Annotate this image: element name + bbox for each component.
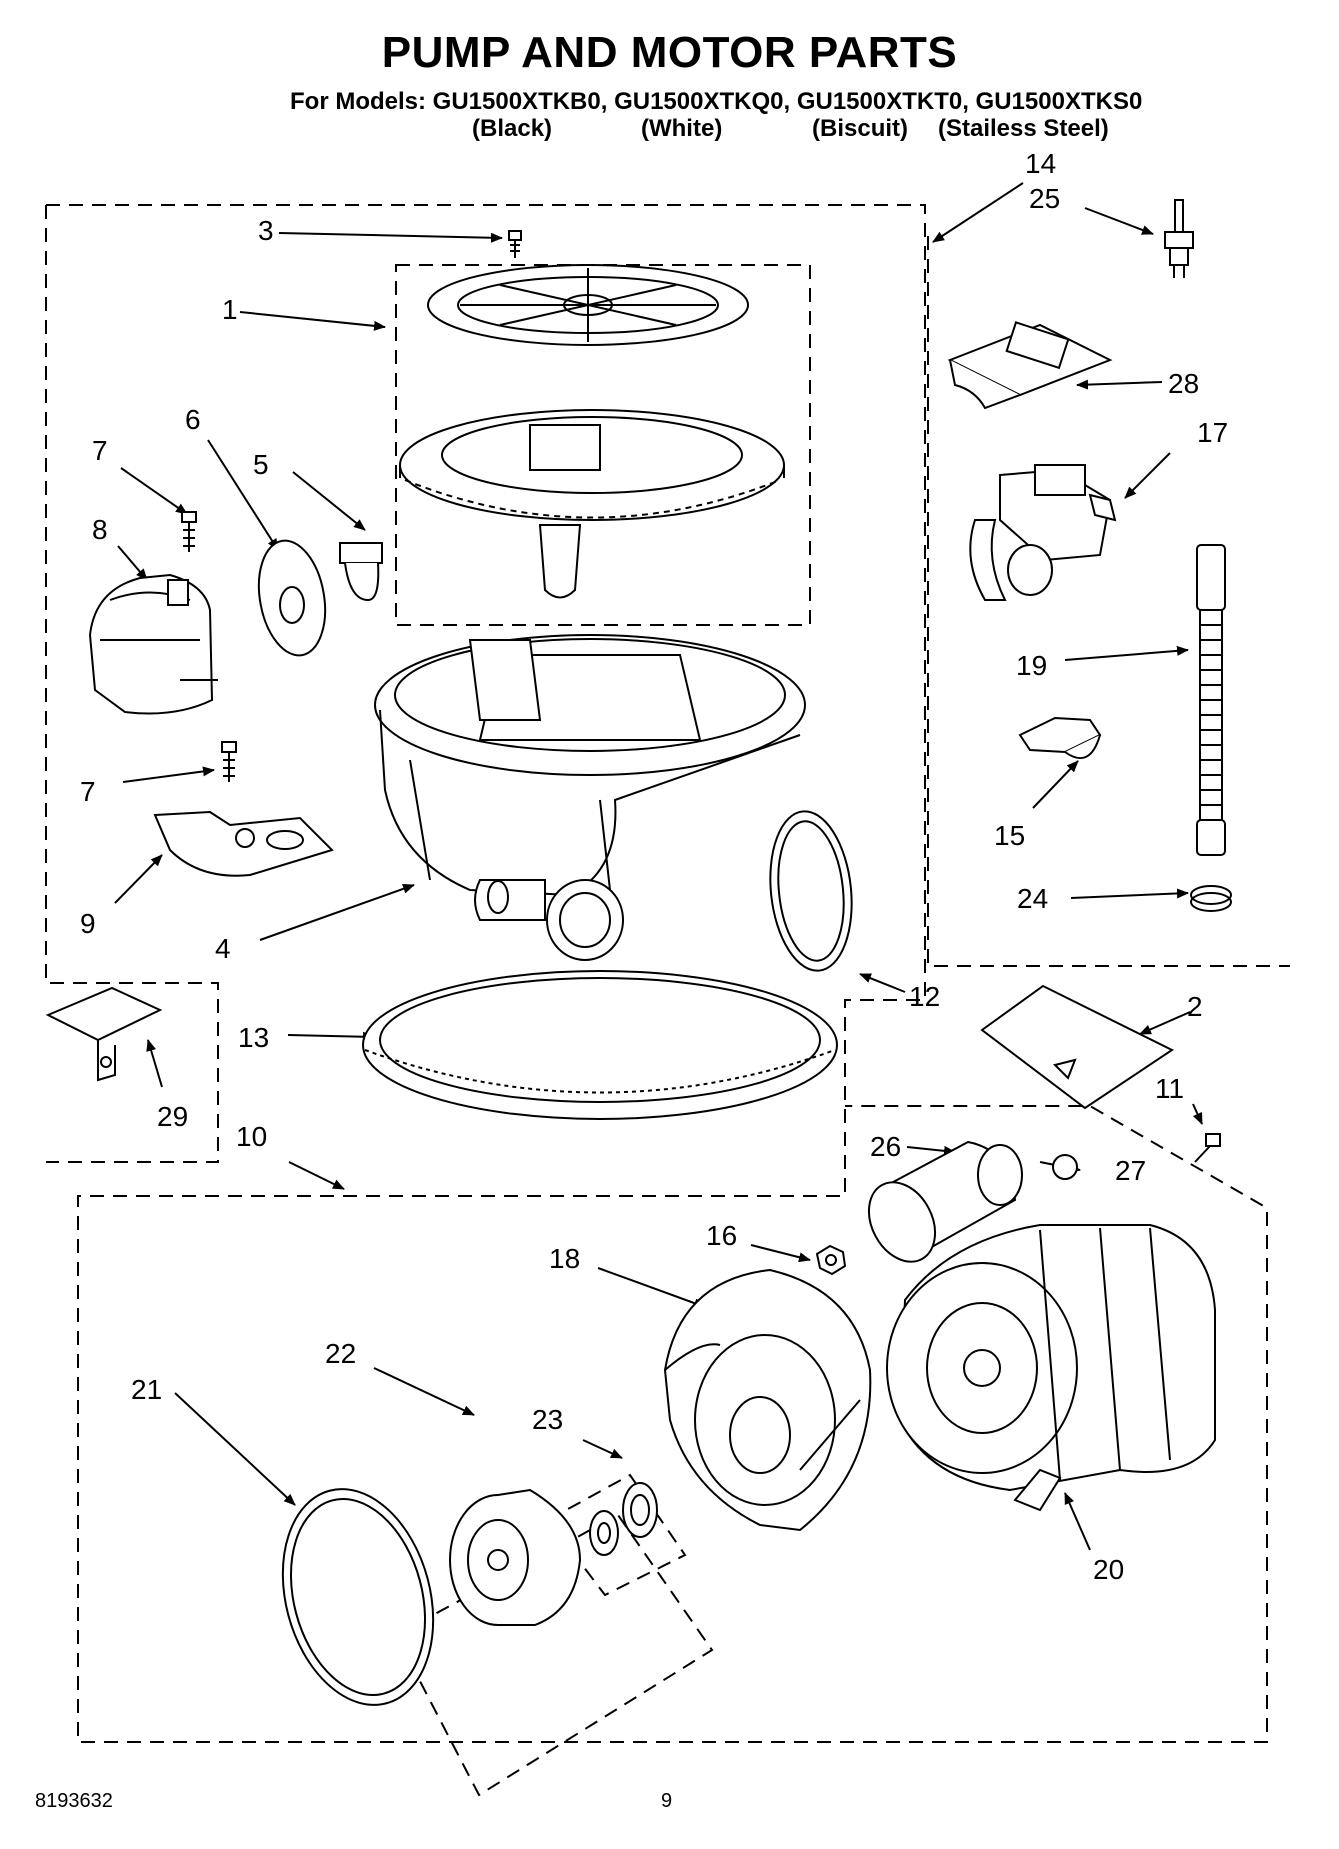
callout-9: 9 (80, 908, 96, 939)
part-22-impeller (449, 1488, 582, 1626)
callout-15: 15 (994, 820, 1026, 851)
color-stainless: (Stailess Steel) (938, 115, 1109, 142)
color-white: (White) (641, 115, 723, 142)
right-group-box (927, 236, 1290, 967)
page-title: PUMP AND MOTOR PARTS (381, 28, 958, 77)
callout-20: 20 (1093, 1554, 1125, 1585)
part-24-clamp (1190, 885, 1232, 912)
part-7-screw-lower (221, 741, 237, 782)
callout-12: 12 (909, 981, 941, 1012)
part-23-box (546, 1473, 687, 1597)
callout-14: 14 (1025, 148, 1057, 179)
part-28-cover (947, 321, 1113, 410)
callout-17: 17 (1197, 417, 1229, 448)
part-2-plate (980, 984, 1174, 1110)
part-15-clip (1018, 716, 1102, 760)
part-11-screw (1194, 1133, 1221, 1163)
callout-16: 16 (706, 1220, 738, 1251)
left-group-box (45, 205, 219, 1163)
part-1-filter-assembly (399, 264, 785, 599)
part-7-screw-upper (181, 511, 197, 552)
callout-4: 4 (215, 933, 231, 964)
callout-24: 24 (1017, 883, 1049, 914)
callout-7-lower: 7 (80, 776, 96, 807)
part-9-bracket (153, 810, 334, 877)
callout-1: 1 (222, 294, 238, 325)
part-4-sump (374, 634, 806, 961)
callout-6: 6 (185, 404, 201, 435)
callout-22: 22 (325, 1338, 357, 1369)
callout-7-upper: 7 (92, 435, 108, 466)
part-8-motor-cover (88, 573, 218, 715)
part-6-disc (257, 539, 327, 657)
part-26-capacitor (867, 1140, 1023, 1263)
callout-26: 26 (870, 1131, 902, 1162)
models-line: For Models: GU1500XTKB0, GU1500XTKQ0, GU… (290, 88, 1143, 115)
callout-8: 8 (92, 514, 108, 545)
color-biscuit: (Biscuit) (812, 115, 908, 142)
part-27-washer (1052, 1154, 1078, 1180)
part-29-bracket (45, 986, 163, 1082)
part-25-sensor (1164, 199, 1194, 278)
callout-18: 18 (549, 1243, 581, 1274)
color-black: (Black) (472, 115, 553, 142)
part-21-seal-ring (281, 1488, 435, 1706)
part-3-screw (508, 230, 522, 258)
part-19-hose (1196, 544, 1226, 856)
part-17-valve (969, 464, 1117, 601)
part-13-gasket (362, 970, 838, 1120)
callout-25: 25 (1029, 183, 1061, 214)
callout-11: 11 (1155, 1073, 1185, 1104)
page-number: 9 (661, 1790, 673, 1812)
callout-10: 10 (236, 1121, 268, 1152)
callout-3: 3 (258, 215, 274, 246)
callout-5: 5 (253, 449, 269, 480)
callout-21: 21 (131, 1374, 163, 1405)
callout-2: 2 (1187, 991, 1203, 1022)
document-number: 8193632 (35, 1790, 113, 1812)
callout-28: 28 (1168, 368, 1200, 399)
callout-29: 29 (157, 1101, 189, 1132)
leader-arrows (114, 182, 1203, 1551)
part-23-seals (589, 1482, 658, 1556)
part-12-snap-ring (769, 810, 853, 972)
part-20-motor (886, 1224, 1216, 1512)
callout-27: 27 (1115, 1155, 1147, 1186)
callout-23: 23 (532, 1404, 564, 1435)
part-5-clip (339, 542, 383, 602)
part-18-pump-housing (663, 1268, 872, 1532)
callout-19: 19 (1016, 650, 1048, 681)
callout-13: 13 (238, 1022, 270, 1053)
main-group-box (46, 204, 1268, 1743)
part-16-nut (815, 1244, 847, 1276)
